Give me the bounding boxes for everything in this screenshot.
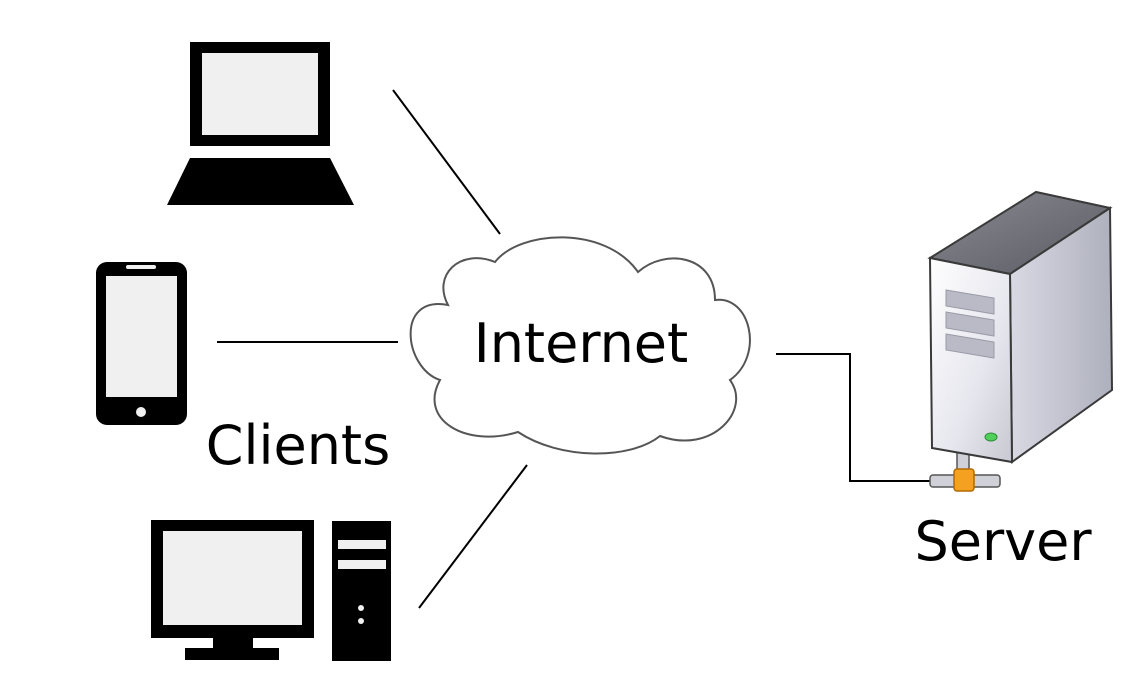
link-desktop-internet	[418, 464, 528, 609]
link-internet-server	[776, 353, 932, 482]
smartphone-icon	[96, 262, 187, 425]
cloud-icon	[409, 236, 751, 455]
connection-lines	[217, 89, 932, 609]
link-laptop-internet	[392, 89, 501, 235]
clients-label: Clients	[206, 414, 390, 477]
laptop-icon	[167, 42, 354, 205]
desktop-computer-icon	[151, 520, 391, 661]
internet-label: Internet	[474, 312, 688, 375]
server-tower-icon	[927, 190, 1114, 492]
power-led-icon	[984, 432, 998, 442]
server-label: Server	[914, 510, 1092, 573]
